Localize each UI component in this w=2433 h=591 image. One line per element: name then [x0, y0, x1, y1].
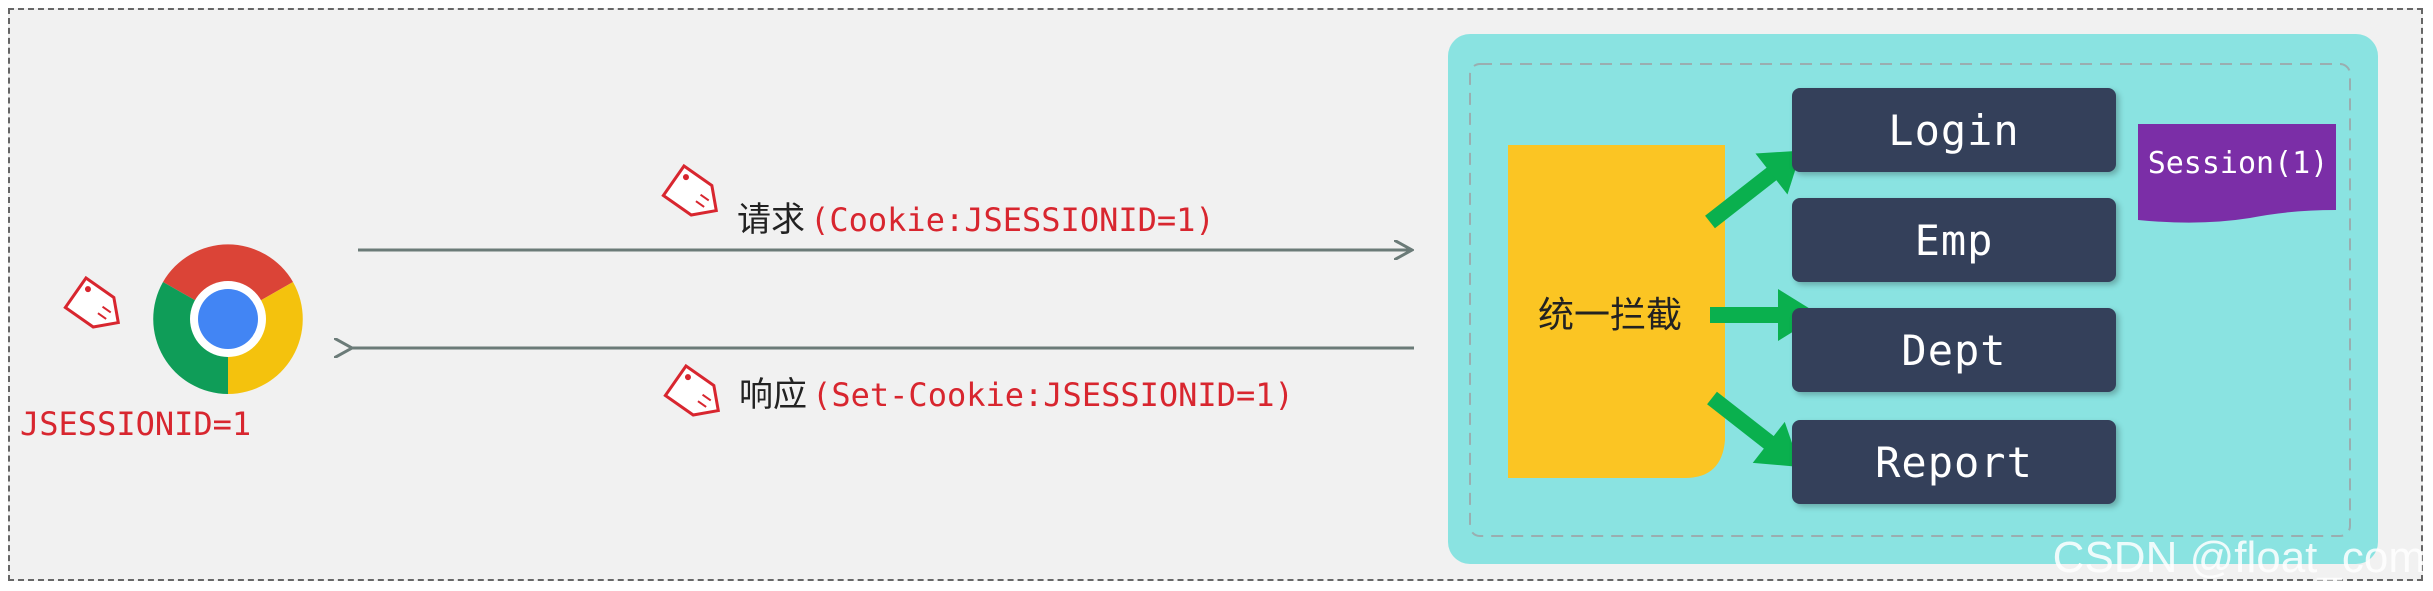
response-cookie: (Set-Cookie:JSESSIONID=1): [812, 376, 1294, 414]
tag-icon: [661, 163, 719, 217]
session-ribbon: [2138, 124, 2336, 223]
interceptor-shape: [1508, 145, 1725, 478]
tag-icon: [663, 363, 721, 417]
report-box: Report: [1792, 420, 2116, 504]
chrome-icon: [153, 244, 303, 394]
request-prefix: 请求: [737, 200, 805, 240]
client-cookie-label: JSESSIONID=1: [20, 405, 252, 443]
request-cookie: (Cookie:JSESSIONID=1): [810, 201, 1215, 239]
interceptor-label: 统一拦截: [1537, 295, 1682, 336]
response-prefix: 响应: [739, 375, 807, 415]
server-inner-boundary: [1469, 63, 2351, 537]
arrow-to-report: [1707, 391, 1801, 467]
green-arrows: [1705, 150, 1820, 467]
response-label: 响应 (Set-Cookie:JSESSIONID=1): [739, 367, 1294, 416]
login-box: Login: [1792, 88, 2116, 172]
watermark: CSDN @float_com: [2052, 533, 2425, 582]
request-label: 请求 (Cookie:JSESSIONID=1): [737, 192, 1215, 241]
arrow-to-login: [1705, 150, 1802, 229]
session-label: Session(1): [2147, 146, 2329, 181]
dept-box: Dept: [1792, 308, 2116, 392]
emp-box: Emp: [1792, 198, 2116, 282]
tag-icon: [63, 275, 121, 329]
